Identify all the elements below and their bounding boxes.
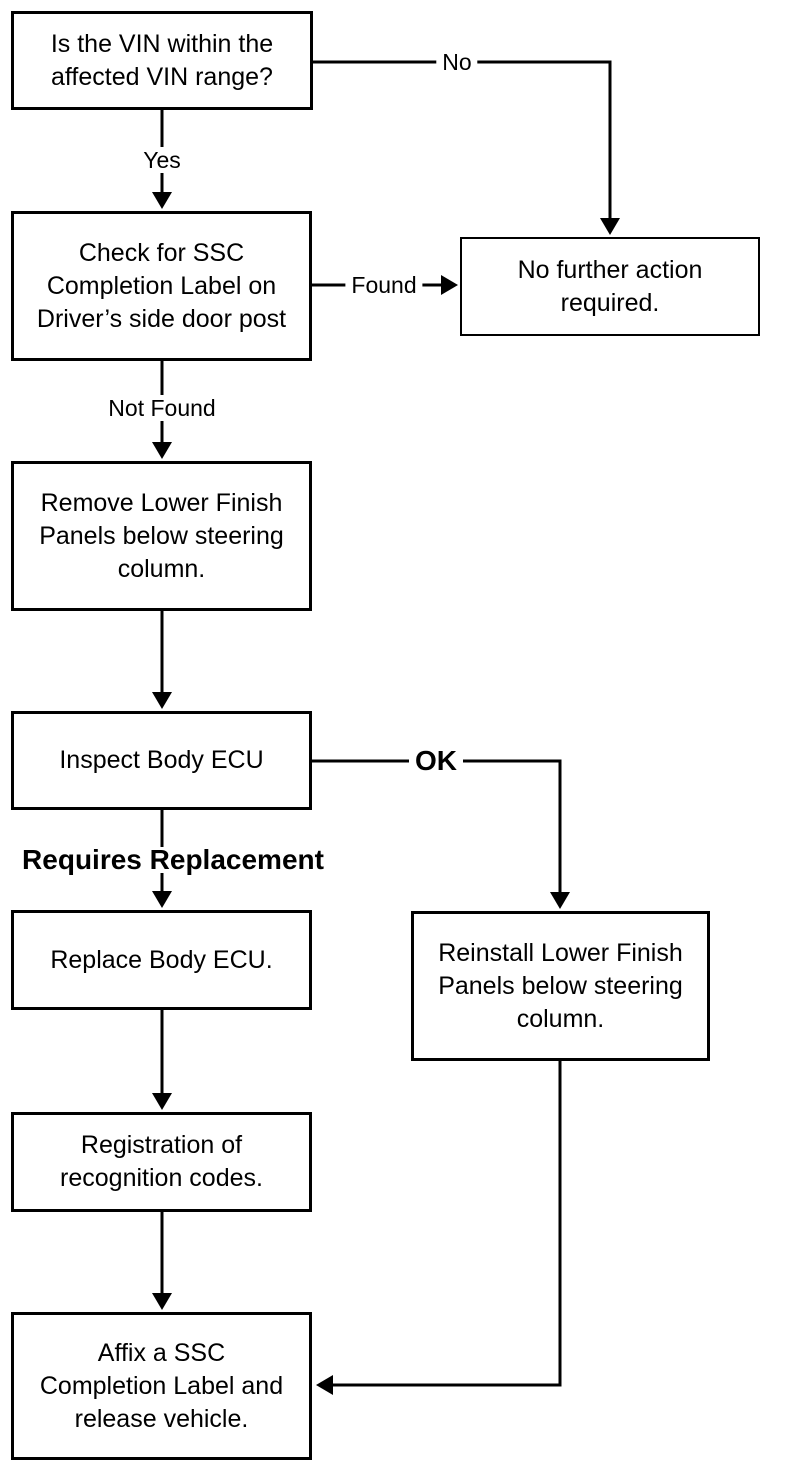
arrowhead-found bbox=[441, 275, 458, 295]
edge-label-found: Found bbox=[345, 272, 423, 298]
flow-box-reinstall-panels: Reinstall Lower Finish Panels below stee… bbox=[411, 911, 710, 1061]
arrowhead-remove-to-inspect bbox=[152, 692, 172, 709]
arrowhead-not-found bbox=[152, 442, 172, 459]
flow-box-vin-range: Is the VIN within the affected VIN range… bbox=[11, 11, 313, 110]
flow-box-registration-codes: Registration of recognition codes. bbox=[11, 1112, 312, 1212]
flow-box-registration-codes-text: Registration of recognition codes. bbox=[60, 1131, 263, 1192]
flow-box-inspect-ecu-text: Inspect Body ECU bbox=[59, 746, 264, 774]
flow-box-check-ssc-label: Check for SSC Completion Label on Driver… bbox=[11, 211, 312, 361]
flow-box-vin-range-text: Is the VIN within the affected VIN range… bbox=[50, 29, 274, 91]
arrowhead-reinstall-to-affix bbox=[316, 1375, 333, 1395]
flow-box-remove-panels: Remove Lower Finish Panels below steerin… bbox=[11, 461, 312, 611]
arrowhead-registration-to-affix bbox=[152, 1293, 172, 1310]
edge-label-ok: OK bbox=[409, 747, 463, 775]
connector-no bbox=[313, 60, 612, 232]
arrowhead-no bbox=[600, 218, 620, 235]
arrowhead-ok bbox=[550, 892, 570, 909]
edge-label-no: No bbox=[436, 49, 478, 75]
flow-box-reinstall-panels-text: Reinstall Lower Finish Panels below stee… bbox=[438, 938, 683, 1033]
arrowhead-replace-to-registration bbox=[152, 1093, 172, 1110]
flow-box-check-ssc-label-text: Check for SSC Completion Label on Driver… bbox=[36, 238, 287, 333]
arrowhead-yes bbox=[152, 192, 172, 209]
flow-box-no-further-action: No further action required. bbox=[460, 237, 760, 336]
connector-reinstall-to-affix bbox=[322, 1061, 562, 1387]
flow-box-remove-panels-text: Remove Lower Finish Panels below steerin… bbox=[39, 488, 284, 583]
flow-box-no-further-action-text: No further action required. bbox=[517, 255, 703, 317]
edge-label-requires-replacement: Requires Replacement bbox=[16, 846, 330, 874]
flow-box-replace-ecu: Replace Body ECU. bbox=[11, 910, 312, 1010]
edge-label-yes: Yes bbox=[137, 147, 187, 173]
arrowhead-requires-replacement bbox=[152, 891, 172, 908]
flow-box-replace-ecu-text: Replace Body ECU. bbox=[50, 945, 273, 974]
connector-ok bbox=[312, 759, 562, 904]
flow-box-affix-label: Affix a SSC Completion Label and release… bbox=[11, 1312, 312, 1460]
edge-label-not-found: Not Found bbox=[102, 395, 222, 421]
flow-box-inspect-ecu: Inspect Body ECU bbox=[11, 711, 312, 810]
flow-box-affix-label-text: Affix a SSC Completion Label and release… bbox=[39, 1338, 284, 1433]
